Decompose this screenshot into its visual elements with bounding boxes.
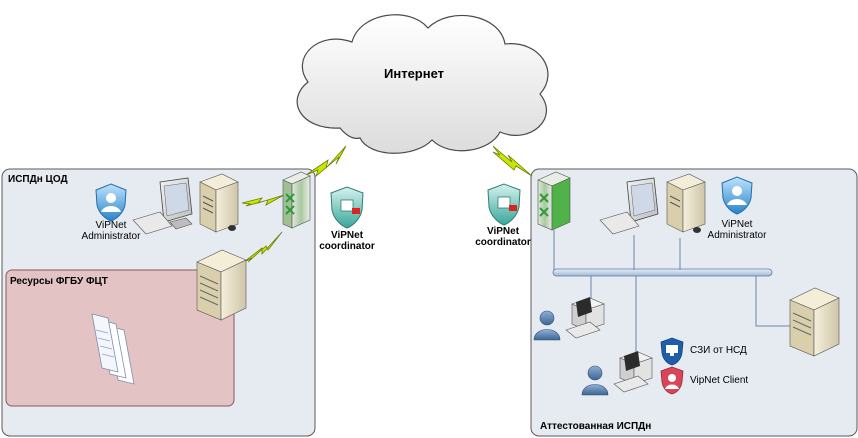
admin-label-right-2: Administrator <box>707 230 767 241</box>
coordinator-label-right: ViPNet coordinator <box>470 226 536 248</box>
coordinator-device-right <box>537 171 571 231</box>
admin-label-left-2: Administrator <box>81 231 141 242</box>
server-right <box>789 287 840 357</box>
vipnet-client-icon <box>660 366 684 395</box>
lightning-link-left <box>305 145 347 178</box>
network-bus <box>552 268 773 277</box>
sz-nsd-icon <box>660 337 684 366</box>
user-icon-1 <box>533 310 561 341</box>
legend-sz-nsd-label: СЗИ от НСД <box>690 345 747 356</box>
right-zone <box>530 168 858 437</box>
coordinator-device-left <box>282 171 311 229</box>
coordinator-shield-icon-left <box>330 186 364 229</box>
user-icon-2 <box>581 365 609 396</box>
admin-label-left-1: ViPNet <box>95 220 127 231</box>
coordinator-label-left-2: coordinator <box>319 241 375 252</box>
lightning-link-admin <box>241 194 285 207</box>
internet-label: Интернет <box>384 66 445 81</box>
coordinator-label-right-1: ViPNet <box>486 226 520 237</box>
admin-icon-left <box>95 183 127 222</box>
admin-label-left: ViPNet Administrator <box>78 220 144 242</box>
admin-label-right-1: ViPNet <box>721 219 753 230</box>
admin-label-right: ViPNet Administrator <box>704 219 770 241</box>
coordinator-label-left-1: ViPNet <box>330 230 364 241</box>
workstation-user-1 <box>565 297 605 339</box>
workstation-right <box>599 173 706 235</box>
lightning-link-server <box>243 231 283 263</box>
lightning-link-right <box>492 145 533 177</box>
admin-icon-right <box>721 176 753 215</box>
legend-vipnet-client-label: VipNet Client <box>690 375 749 386</box>
workstation-left <box>132 173 239 235</box>
workstation-user-2 <box>613 351 653 393</box>
documents-icon <box>91 313 135 385</box>
right-zone-title: Аттестованная ИСПДн <box>540 421 652 432</box>
server-left <box>196 249 247 321</box>
coordinator-label-right-2: coordinator <box>475 237 531 248</box>
coordinator-shield-icon-right <box>487 183 521 226</box>
left-zone-title: ИСПДн ЦОД <box>8 174 68 185</box>
coordinator-label-left: ViPNet coordinator <box>314 230 380 252</box>
internet-cloud <box>296 14 549 154</box>
left-subzone-title: Ресурсы ФГБУ ФЦТ <box>10 276 108 287</box>
